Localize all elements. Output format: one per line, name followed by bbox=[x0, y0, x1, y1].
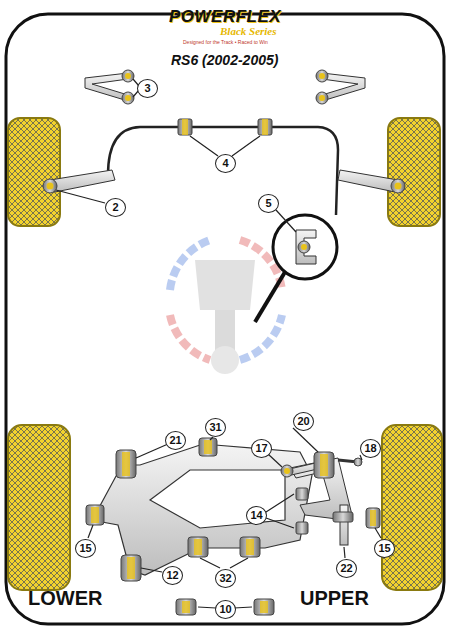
section-label: LOWER bbox=[28, 587, 102, 610]
callout-number: 5 bbox=[258, 194, 279, 213]
callout-number: 4 bbox=[215, 154, 236, 173]
section-label: UPPER bbox=[300, 587, 369, 610]
brand-logo: POWERFLEX bbox=[169, 7, 281, 27]
callout-number: 10 bbox=[215, 600, 236, 619]
callout-number: 15 bbox=[75, 539, 96, 558]
callout-number: 14 bbox=[246, 506, 267, 525]
callout-number: 15 bbox=[374, 539, 395, 558]
callout-number: 22 bbox=[336, 559, 357, 578]
diagram-title: RS6 (2002-2005) bbox=[171, 52, 278, 68]
callout-number: 21 bbox=[165, 431, 186, 450]
callout-number: 12 bbox=[162, 566, 183, 585]
callout-number: 20 bbox=[293, 412, 314, 431]
callout-number: 2 bbox=[105, 198, 126, 217]
callout-number: 32 bbox=[215, 569, 236, 588]
callout-number: 17 bbox=[251, 439, 272, 458]
callout-number: 18 bbox=[360, 439, 381, 458]
callout-number: 3 bbox=[137, 79, 158, 98]
callout-number: 31 bbox=[205, 418, 226, 437]
brand-series: Black Series bbox=[220, 25, 277, 37]
brand-tagline: Designed for the Track • Raced to Win bbox=[183, 39, 268, 45]
